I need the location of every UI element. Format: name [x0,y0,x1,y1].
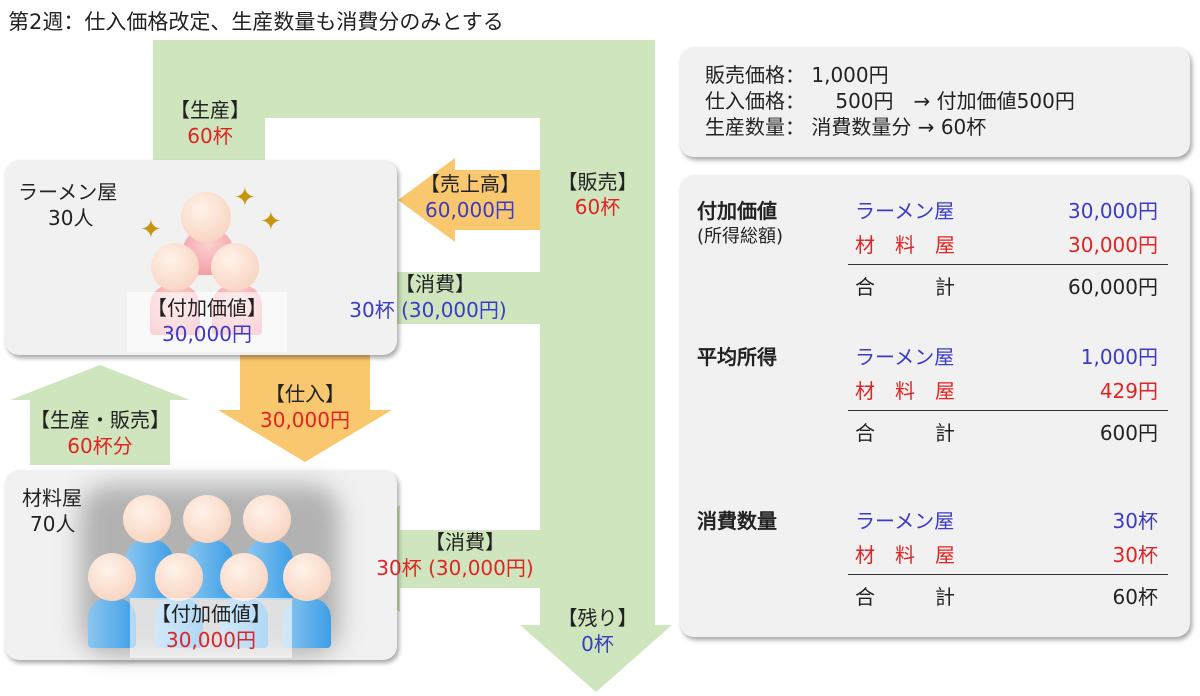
total-row-label: 合 計 [855,585,955,609]
sparkle-icon: ✦ [260,207,282,237]
material-row-label: 材 料 屋 [855,543,955,567]
remain-value: 0杯 [581,632,614,656]
material-va-label: 【付加価値】 [151,602,271,626]
total-row-value: 60杯 [1112,585,1158,609]
ramen-va-label: 【付加価値】 [147,296,267,320]
ramen-row-value: 30杯 [1112,509,1158,533]
summary-title: 消費数量 [697,509,777,533]
production-label: 【生産】 [170,98,250,122]
consume-material-value: 30杯 (30,000円) [376,556,534,580]
material-shop-name: 材料屋 [22,486,82,510]
purchase-arrow [218,352,392,462]
material-va-value: 30,000円 [166,628,256,652]
production-value: 60杯 [187,124,233,148]
revenue-label: 【売上高】 [420,172,520,196]
purchase-value: 30,000円 [260,408,350,432]
sparkle-icon: ✦ [234,183,256,213]
ramen-row-value: 30,000円 [1068,199,1158,223]
remain-label: 【残り】 [557,606,638,630]
main-flow-arrow [153,40,672,692]
page-title: 第2週：仕入価格改定、生産数量も消費分のみとする [8,10,504,34]
material-row-value: 429円 [1099,379,1158,403]
summary-title: 付加価値 [697,199,777,223]
ramen-shop-people: 30人 [48,206,94,230]
consume-ramen-label: 【消費】 [395,272,475,296]
ramen-row-label: ラーメン屋 [855,345,955,369]
condition-row: 生産数量： 消費数量分 → 60杯 [705,115,987,139]
divider [848,410,1168,411]
summary-title: 平均所得 [697,345,777,369]
conditions-box [680,47,1190,157]
ramen-row-label: ラーメン屋 [855,509,955,533]
prod-sales-label: 【生産・販売】 [30,408,170,432]
divider [848,264,1168,265]
total-row-label: 合 計 [855,275,955,299]
consume-material-label: 【消費】 [425,530,505,554]
material-row-label: 材 料 屋 [855,233,955,257]
ramen-row-value: 1,000円 [1080,345,1158,369]
revenue-value: 60,000円 [425,198,515,222]
ramen-shop-name: ラーメン屋 [18,180,118,204]
material-row-label: 材 料 屋 [855,379,955,403]
ramen-va-value: 30,000円 [162,322,252,346]
consume-ramen-value: 30杯 (30,000円) [349,298,507,322]
condition-row: 販売価格： 1,000円 [705,63,889,87]
sales-label: 【販売】 [557,170,638,194]
total-row-value: 600円 [1099,421,1158,445]
ramen-row-label: ラーメン屋 [855,199,955,223]
revenue-arrow [398,158,540,242]
material-row-value: 30杯 [1112,543,1158,567]
material-row-value: 30,000円 [1068,233,1158,257]
material-shop-people: 70人 [30,512,76,536]
condition-row: 仕入価格： 500円 → 付加価値500円 [705,89,1075,113]
sales-value: 60杯 [574,195,621,219]
total-row-value: 60,000円 [1068,275,1158,299]
prod-sales-value: 60杯分 [67,434,133,458]
total-row-label: 合 計 [855,421,955,445]
divider [848,574,1168,575]
sparkle-icon: ✦ [140,215,162,245]
summary-box [680,175,1190,637]
purchase-label: 【仕入】 [265,382,345,406]
summary-subtitle: (所得総額) [697,226,784,247]
prod-sales-arrow [10,365,190,465]
